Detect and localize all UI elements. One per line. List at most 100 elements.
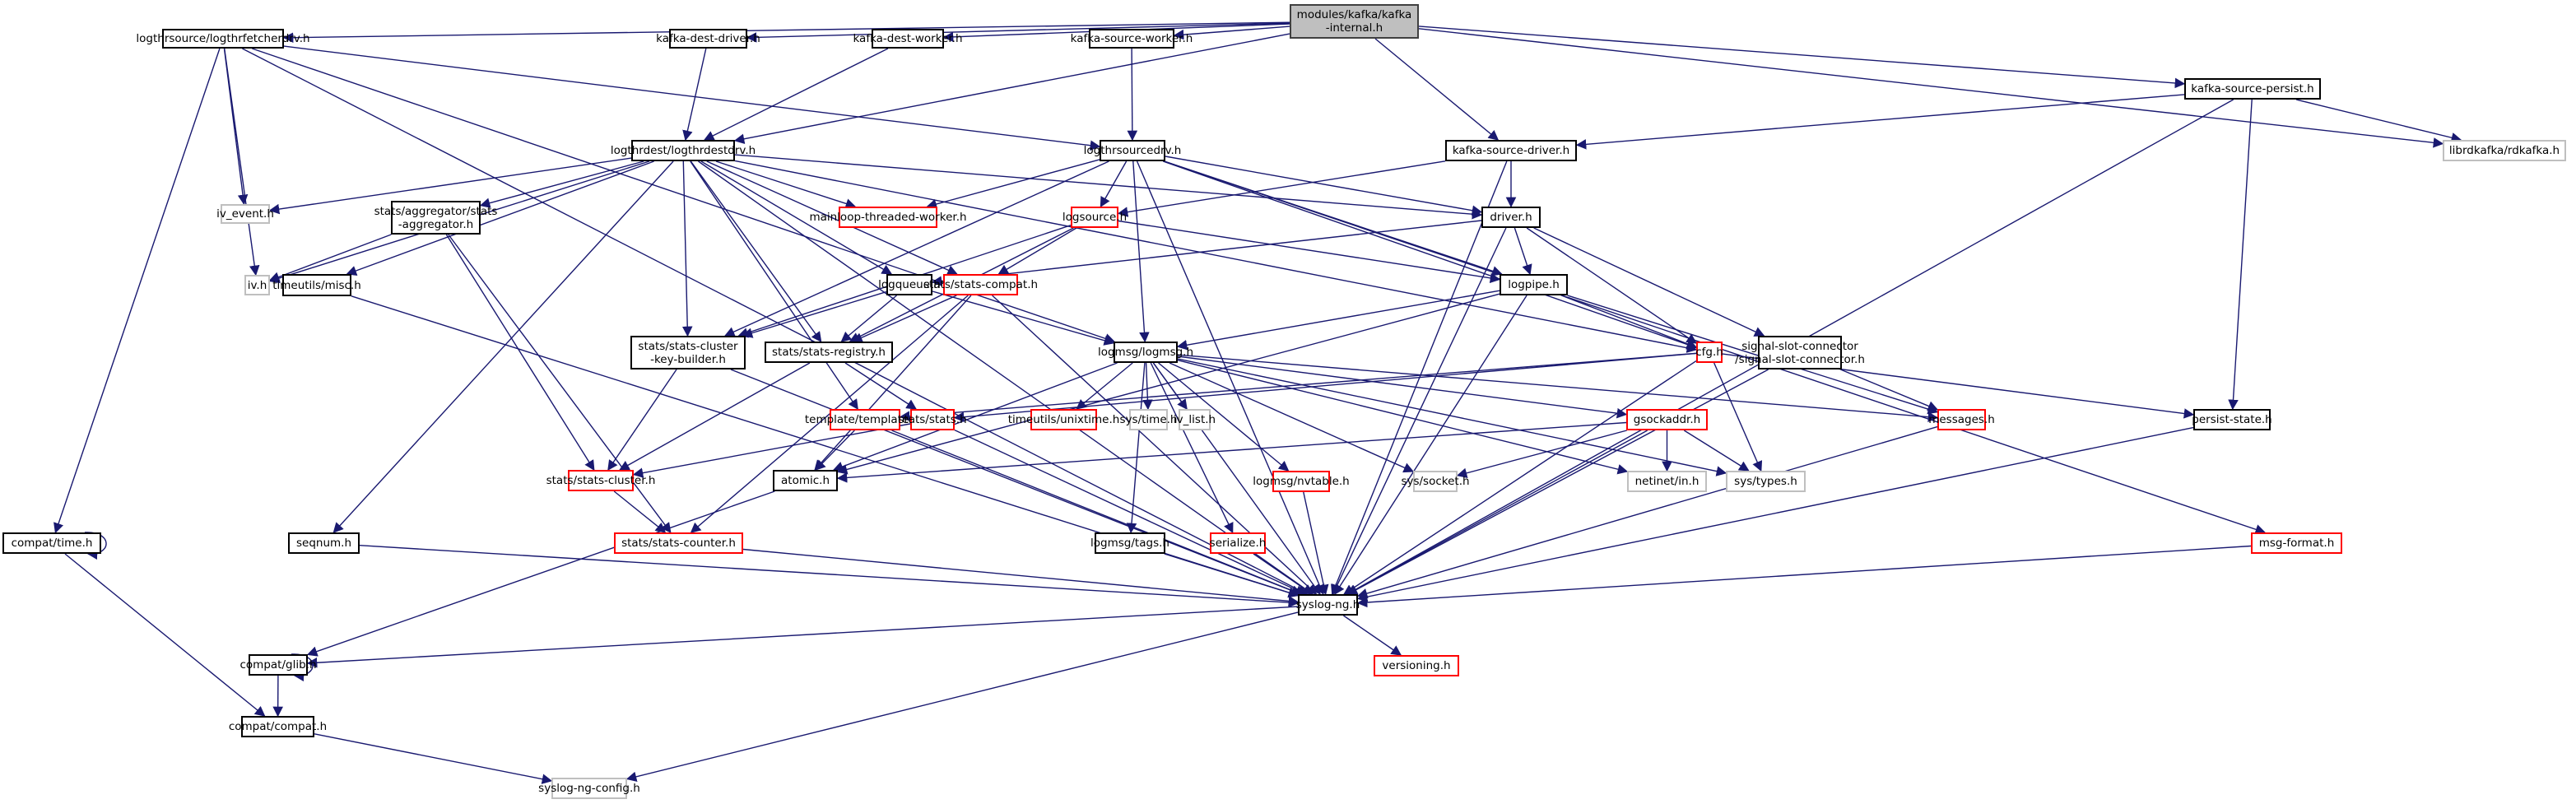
node-stats-aggregator[interactable]: stats/aggregator/stats -aggregator.h — [374, 201, 497, 235]
node-label: msg-format.h — [2258, 537, 2335, 550]
node-versioning[interactable]: versioning.h — [1374, 655, 1459, 676]
node-label: kafka-source-persist.h — [2191, 82, 2314, 95]
node-timeutils-misc[interactable]: timeutils/misc.h — [272, 274, 361, 296]
edge-kafka-source-persist-to-rdkafka — [2295, 99, 2462, 143]
node-template-templates[interactable]: template/templates.h — [805, 409, 925, 430]
node-stats-compat[interactable]: stats/stats-compat.h — [923, 274, 1038, 295]
node-kafka-source-persist[interactable]: kafka-source-persist.h — [2184, 78, 2321, 100]
node-label: compat/glib.h — [239, 658, 317, 672]
edge-logmsg-nvtable-to-syslog-ng — [1303, 491, 1329, 596]
node-label: cfg.h — [1695, 346, 1723, 359]
node-iv_list[interactable]: iv_list.h — [1174, 409, 1216, 430]
node-kafka-source-driver[interactable]: kafka-source-driver.h — [1445, 140, 1577, 161]
edge-logpipe-to-cfg — [1561, 295, 1698, 349]
node-stats-cluster-key-builder[interactable]: stats/stats-cluster -key-builder.h — [630, 336, 746, 369]
edge-kafka-source-persist-to-persist-state — [2228, 99, 2253, 411]
node-label: iv_list.h — [1173, 413, 1216, 426]
edge-logthrsourcedrv-to-driver — [1165, 156, 1483, 216]
edge-stats-registry-to-stats-stats — [844, 362, 918, 410]
node-logthrsourcedrv[interactable]: logthrsourcedrv.h — [1084, 140, 1181, 161]
edge-stats-registry-to-stats-cluster — [619, 362, 811, 471]
node-logqueue[interactable]: logqueue.h — [878, 274, 941, 295]
node-sys-socket[interactable]: sys/socket.h — [1401, 471, 1470, 492]
node-messages[interactable]: messages.h — [1928, 409, 1995, 430]
node-kafka-dest-worker[interactable]: kafka-dest-worker.h — [853, 29, 963, 49]
node-kafka-source-worker[interactable]: kafka-source-worker.h — [1071, 29, 1193, 49]
edge-driver-to-syslog-ng — [1332, 227, 1507, 596]
edge-logmsg-to-netinet-in — [1177, 360, 1629, 475]
node-rdkafka[interactable]: librdkafka/rdkafka.h — [2443, 140, 2566, 161]
edge-kafka-dest-driver-to-logthrdestdrv — [682, 48, 707, 142]
edge-serialize-to-syslog-ng — [1253, 553, 1314, 595]
node-logmsg-tags[interactable]: logmsg/tags.h — [1090, 532, 1169, 554]
edge-template-templates-to-atomic — [815, 430, 855, 471]
edge-logsource-to-logpipe — [1118, 220, 1501, 284]
edge-logmsg-to-iv_list — [1152, 362, 1188, 411]
edge-logthrsourcedrv-to-cfg — [1162, 160, 1698, 350]
node-gsockaddr[interactable]: gsockaddr.h — [1626, 409, 1708, 430]
node-sys-types[interactable]: sys/types.h — [1726, 471, 1806, 492]
node-msg-format[interactable]: msg-format.h — [2251, 532, 2342, 554]
node-logsource[interactable]: logsource.h — [1062, 207, 1127, 228]
node-logthrfetcherdrv[interactable]: logthrsource/logthrfetcherdrv.h — [136, 29, 310, 49]
node-netinet-in[interactable]: netinet/in.h — [1627, 471, 1707, 492]
node-timeutils-unixtime[interactable]: timeutils/unixtime.h — [1008, 409, 1119, 430]
edge-logpipe-to-syslog-ng — [1334, 295, 1527, 596]
node-label: iv_event.h — [216, 207, 274, 221]
node-persist-state[interactable]: persist-state.h — [2192, 409, 2272, 430]
edge-logthrsourcedrv-to-logmsg — [1132, 160, 1150, 343]
node-serialize[interactable]: serialize.h — [1210, 532, 1266, 554]
edge-gsockaddr-to-sys-socket — [1456, 430, 1627, 478]
node-stats-registry[interactable]: stats/stats-registry.h — [765, 342, 893, 363]
node-label: modules/kafka/kafka -internal.h — [1296, 8, 1412, 35]
node-label: stats/aggregator/stats -aggregator.h — [374, 204, 498, 231]
node-label: stats/stats-cluster.h — [546, 474, 656, 487]
node-iv_event[interactable]: iv_event.h — [216, 204, 274, 224]
node-logmsg-nvtable[interactable]: logmsg/nvtable.h — [1253, 471, 1350, 492]
node-label: logmsg/nvtable.h — [1253, 475, 1350, 488]
edge-logthrfetcherdrv-to-logthrsourcedrv — [283, 45, 1101, 151]
node-label: kafka-dest-driver.h — [656, 32, 760, 45]
node-label: kafka-source-worker.h — [1070, 32, 1193, 45]
edge-gsockaddr-to-atomic — [836, 421, 1627, 483]
edge-logthrsourcedrv-to-mainloop-threaded-worker — [926, 159, 1100, 210]
node-label: librdkafka/rdkafka.h — [2448, 144, 2560, 157]
node-label: timeutils/unixtime.h — [1007, 413, 1120, 426]
node-compat-glib[interactable]: compat/glib.h — [240, 654, 317, 676]
node-driver[interactable]: driver.h — [1481, 207, 1541, 228]
node-stats-stats[interactable]: stats/stats.h — [898, 409, 967, 430]
node-syslog-ng[interactable]: syslog-ng.h — [1296, 594, 1360, 616]
node-iv[interactable]: iv.h — [244, 275, 270, 295]
node-compat-time[interactable]: compat/time.h — [2, 532, 101, 554]
node-label: logsource.h — [1062, 211, 1128, 224]
node-compat-compat[interactable]: compat/compat.h — [229, 716, 327, 737]
node-label: sys/socket.h — [1401, 475, 1470, 488]
node-sys-time[interactable]: sys/time.h — [1120, 409, 1177, 430]
node-syslog-ng-config[interactable]: syslog-ng-config.h — [538, 778, 640, 799]
node-seqnum[interactable]: seqnum.h — [288, 532, 360, 554]
node-cfg[interactable]: cfg.h — [1695, 342, 1723, 363]
node-stats-cluster[interactable]: stats/stats-cluster.h — [546, 470, 655, 491]
edge-stats-stats-to-syslog-ng — [954, 429, 1306, 595]
node-label: compat/compat.h — [228, 720, 328, 733]
node-label: timeutils/misc.h — [272, 278, 361, 292]
node-logpipe[interactable]: logpipe.h — [1500, 274, 1568, 295]
edge-logqueue-to-stats-cluster-key-builder — [742, 290, 887, 338]
node-label: signal-slot-connector /signal-slot-conne… — [1735, 339, 1865, 366]
edge-kafka-internal-to-kafka-source-driver — [1374, 38, 1500, 141]
node-logthrdestdrv[interactable]: logthrdest/logthrdestdrv.h — [611, 140, 756, 161]
edge-logthrfetcherdrv-to-logmsg — [252, 48, 1115, 344]
edge-logthrsourcedrv-to-syslog-ng — [1136, 160, 1325, 596]
edge-logmsg-to-timeutils-unixtime — [1076, 362, 1133, 410]
node-signal-slot-connector[interactable]: signal-slot-connector /signal-slot-conne… — [1735, 336, 1865, 369]
node-label: seqnum.h — [295, 537, 352, 550]
edge-kafka-source-driver-to-logsource — [1117, 160, 1446, 217]
node-kafka-internal[interactable]: modules/kafka/kafka -internal.h — [1290, 4, 1419, 39]
node-atomic[interactable]: atomic.h — [773, 470, 838, 491]
edge-driver-to-signal-slot-connector — [1533, 227, 1765, 337]
node-kafka-dest-driver[interactable]: kafka-dest-driver.h — [656, 29, 760, 49]
node-mainloop-threaded-worker[interactable]: mainloop-threaded-worker.h — [809, 207, 967, 228]
node-logmsg[interactable]: logmsg/logmsg.h — [1098, 342, 1193, 363]
node-stats-counter[interactable]: stats/stats-counter.h — [614, 532, 743, 554]
